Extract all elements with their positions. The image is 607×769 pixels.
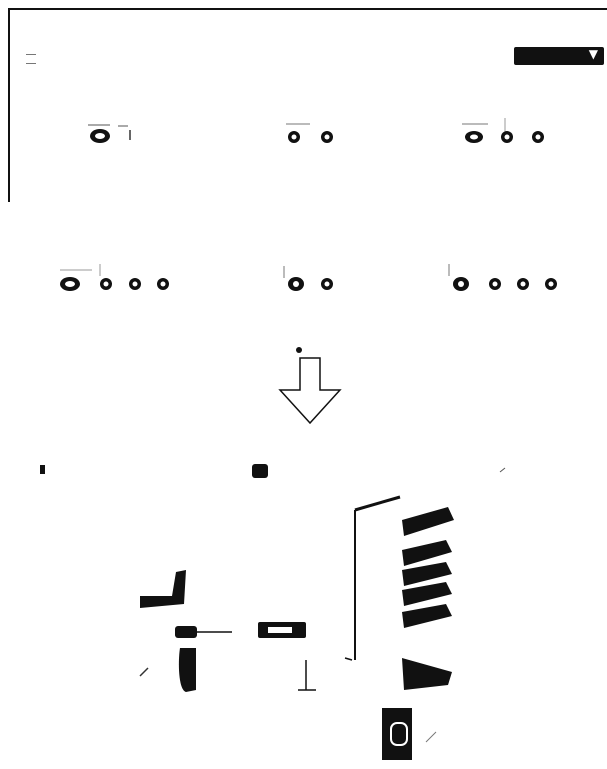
pipette-group-5 (284, 266, 333, 291)
pipette-group-1 (88, 125, 130, 143)
pipette-group-2 (286, 124, 333, 143)
sample-tube-icon (382, 708, 412, 760)
pipette-group-3 (462, 118, 544, 143)
tube-glyph (390, 722, 408, 746)
pipette-group-6 (449, 264, 557, 291)
small-marker-left (40, 465, 45, 474)
stand-left (140, 570, 232, 692)
down-arrow-icon (280, 347, 340, 423)
rack-assembly (345, 497, 454, 690)
tray-center (258, 622, 316, 690)
container-top-icon (252, 464, 268, 478)
pipette-group-4 (60, 264, 169, 291)
